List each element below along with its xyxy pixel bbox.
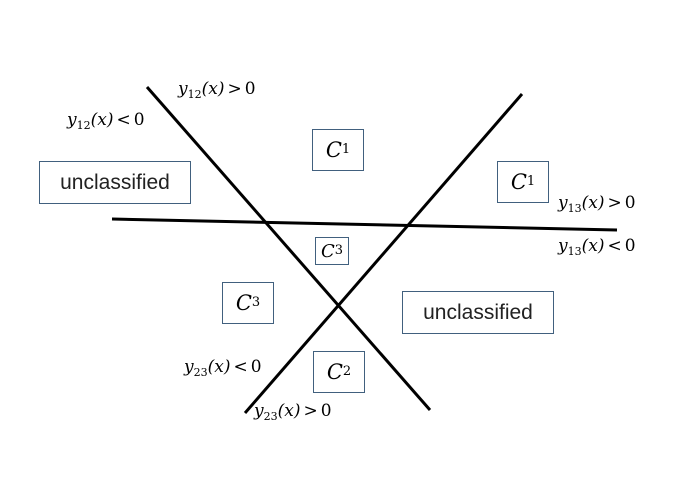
label-y12-positive: y12(x)>0 xyxy=(178,79,256,101)
label-y13-positive: y13(x)>0 xyxy=(558,193,636,215)
region-unclassified-right: unclassified xyxy=(402,291,554,334)
label-y12-negative: y12(x)<0 xyxy=(67,110,145,132)
boundary-y12 xyxy=(145,86,432,411)
boundary-y23 xyxy=(243,93,524,414)
label-y23-negative: y23(x)<0 xyxy=(184,357,262,379)
label-y23-positive: y23(x)>0 xyxy=(254,401,332,423)
region-unclassified-left: unclassified xyxy=(39,161,191,204)
boundary-y13 xyxy=(111,217,618,232)
label-y13-negative: y13(x)<0 xyxy=(558,236,636,258)
